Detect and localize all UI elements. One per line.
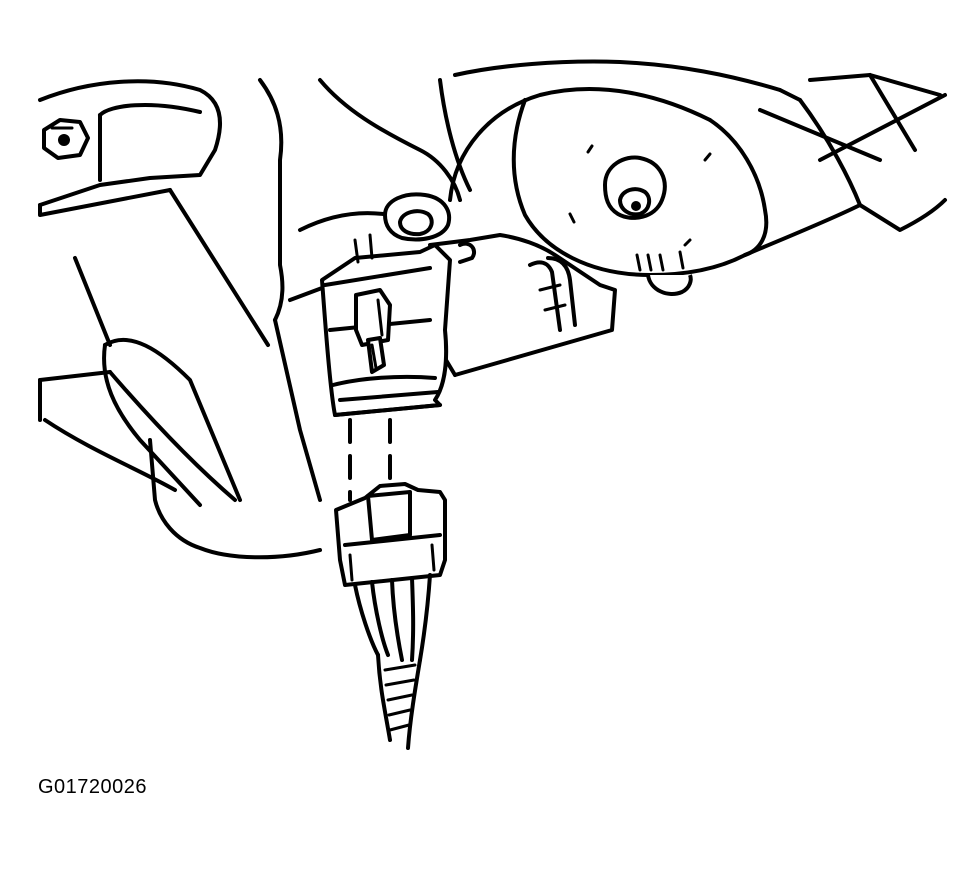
motor-hub [568,144,712,247]
sensor-flange [428,233,617,377]
sensor-lead-wires [528,256,577,332]
harness-connector [334,482,447,587]
sensor-bolt [383,192,451,242]
mounting-bracket [38,79,322,560]
housing-body [258,78,472,502]
bolt-head [42,118,90,160]
sensor-lock-tab [354,288,392,374]
harness-wires [353,573,432,750]
motor-housing [448,59,947,277]
alignment-guide [348,418,392,502]
vent-slots [635,250,685,272]
figure-id-label: G01720026 [38,776,148,798]
motor-foot [646,274,693,296]
